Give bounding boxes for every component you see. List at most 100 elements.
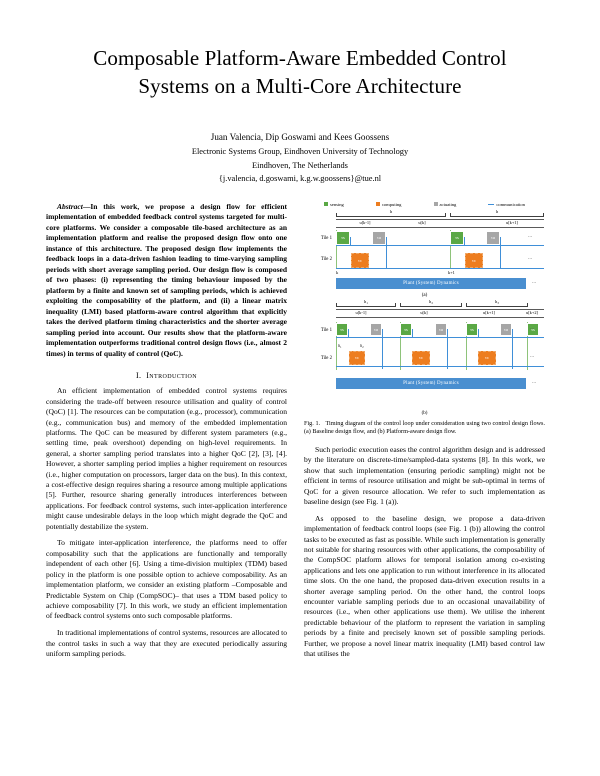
- sampling-instant-marker: [336, 229, 337, 268]
- body-paragraph: Such periodic execution eases the contro…: [304, 444, 545, 506]
- communication-line: [336, 336, 544, 338]
- u-label: u[k+2]: [526, 309, 538, 315]
- control-update-row: [336, 308, 544, 318]
- task-actuating: τa: [435, 322, 447, 336]
- body-paragraph: In traditional implementations of contro…: [46, 628, 287, 659]
- legend-label: actuating: [439, 201, 457, 207]
- sampling-instant-marker: [336, 321, 337, 370]
- author-email: {j.valencia, d.goswami, k.g.w.goossens}@…: [218, 174, 382, 184]
- legend-label: communication: [496, 201, 525, 207]
- time-index-label: k+1: [448, 269, 455, 275]
- axis-tick: [395, 302, 397, 307]
- page-title: Composable Platform-Aware Embedded Contr…: [93, 46, 507, 99]
- axis-tick: [461, 302, 463, 307]
- timeline-axis: [466, 305, 528, 308]
- ellipsis: ...: [532, 378, 537, 385]
- task-actuating: τa: [370, 322, 382, 336]
- task-sensing: τs: [336, 230, 350, 245]
- body-paragraph: As opposed to the baseline design, we pr…: [304, 513, 545, 659]
- sampling-instant-marker: [466, 321, 467, 370]
- timeline-axis: [336, 305, 396, 308]
- period-label-h: h: [389, 208, 393, 214]
- period-label-h1: h₁: [364, 298, 368, 304]
- figure-legend: sensing computing actuating communicatio…: [304, 202, 545, 207]
- ellipsis: ...: [528, 232, 533, 239]
- tile-1-label: Tile 1: [320, 327, 332, 333]
- figure-caption-text: Timing diagram of the control loop under…: [304, 419, 546, 436]
- legend-item-computing: computing: [375, 201, 402, 207]
- subfigure-a-caption: (a): [421, 292, 428, 298]
- legend-label: sensing: [330, 201, 344, 207]
- left-column: Abstract—In this work, we propose a desi…: [46, 202, 287, 666]
- section-name: Introduction: [146, 371, 198, 381]
- legend-label: computing: [381, 201, 402, 207]
- task-computing: τc: [412, 350, 430, 365]
- axis-tick: [527, 302, 529, 307]
- two-column-body: Abstract—In this work, we propose a desi…: [0, 202, 600, 666]
- communication-arrow: [386, 236, 387, 269]
- communication-arrow: [348, 328, 349, 338]
- timeline-axis: [336, 215, 446, 218]
- delta-label-2: δ₂: [360, 342, 364, 348]
- u-label: u[k+1]: [506, 219, 518, 225]
- sensing-swatch-icon: [324, 202, 329, 207]
- period-label-h: h: [495, 208, 499, 214]
- axis-tick: [336, 302, 338, 307]
- ellipsis: ...: [528, 254, 533, 261]
- communication-arrow: [350, 236, 351, 246]
- tile-1-label: Tile 1: [320, 235, 332, 241]
- task-actuating: τa: [500, 322, 512, 336]
- plant-dynamics-bar: Plant (System) Dynamics: [336, 377, 526, 389]
- timeline-axis: [450, 215, 544, 218]
- computing-swatch-icon: [375, 202, 380, 207]
- communication-arrow: [478, 328, 479, 338]
- figure-caption: Fig. 1. Timing diagram of the control lo…: [304, 420, 545, 437]
- legend-item-actuating: actuating: [433, 201, 457, 207]
- ellipsis: ...: [530, 352, 535, 359]
- abstract-paragraph: Abstract—In this work, we propose a desi…: [46, 202, 287, 360]
- right-column: sensing computing actuating communicatio…: [304, 202, 545, 666]
- axis-tick: [450, 212, 452, 217]
- communication-arrow: [464, 236, 465, 246]
- task-sensing: τs: [336, 322, 348, 336]
- tile-2-label: Tile 2: [320, 256, 332, 262]
- period-label-h3: h₃: [495, 298, 499, 304]
- author-block: Juan Valencia, Dip Goswami and Kees Goos…: [0, 130, 600, 186]
- task-sensing: τs: [400, 322, 412, 336]
- subfigure-b-caption: (b): [421, 410, 428, 416]
- task-sensing: τs: [527, 322, 539, 336]
- communication-arrow: [500, 236, 501, 269]
- body-paragraph: An efficient implementation of embedded …: [46, 386, 287, 531]
- ellipsis: ...: [532, 278, 537, 285]
- task-computing: τc: [349, 350, 365, 365]
- section-heading-introduction: I. Introduction: [46, 371, 287, 380]
- communication-arrow: [512, 328, 513, 369]
- subfigure-a-baseline-timing: h h u[k-1] u[k] u[k+1] Tile 1 τs τa τs τ…: [304, 208, 545, 292]
- title-block: Composable Platform-Aware Embedded Contr…: [0, 0, 600, 100]
- abstract-label: Abstract: [57, 201, 83, 211]
- task-sensing: τs: [450, 230, 464, 245]
- axis-tick: [466, 302, 468, 307]
- figure-1: sensing computing actuating communicatio…: [304, 202, 545, 437]
- task-computing: τc: [465, 252, 483, 268]
- legend-item-communication: communication: [488, 202, 525, 207]
- abstract-text: —In this work, we propose a design flow …: [46, 201, 287, 358]
- timeline-axis: [400, 305, 462, 308]
- communication-arrow: [412, 328, 413, 338]
- sampling-instant-marker: [400, 321, 401, 370]
- sampling-instant-marker: [527, 321, 528, 370]
- author-names: Juan Valencia, Dip Goswami and Kees Goos…: [210, 132, 390, 143]
- u-label: u[k+1]: [483, 309, 495, 315]
- task-computing: τc: [478, 350, 496, 365]
- communication-line-icon: [488, 203, 495, 206]
- delta-label-1: δ₁: [338, 342, 342, 348]
- axis-tick: [543, 212, 545, 217]
- u-label: u[k-1]: [359, 219, 371, 225]
- axis-tick: [400, 302, 402, 307]
- axis-tick: [336, 212, 338, 217]
- task-sensing: τs: [466, 322, 478, 336]
- communication-line: [336, 267, 544, 269]
- tile-2-label: Tile 2: [320, 355, 332, 361]
- communication-line: [336, 244, 544, 246]
